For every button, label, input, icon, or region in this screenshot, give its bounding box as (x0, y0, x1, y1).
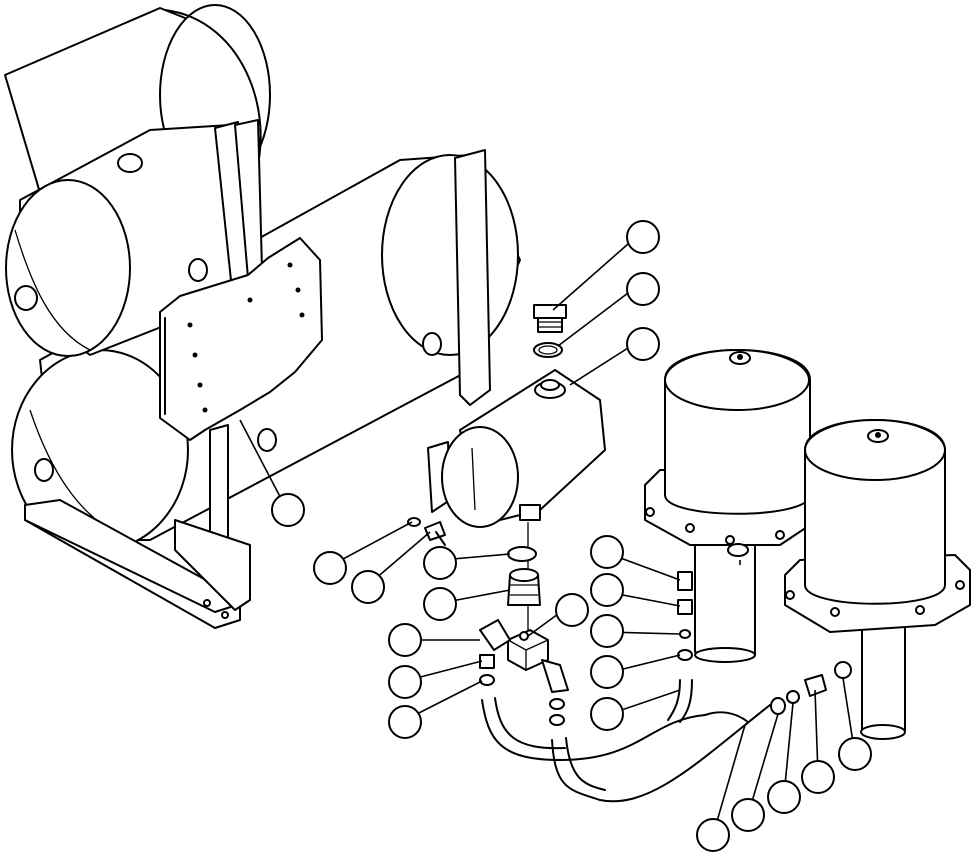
nipple (479, 654, 495, 669)
callout-circle (388, 705, 422, 739)
callout-circle (801, 760, 835, 794)
tank-base-plate (24, 424, 251, 629)
muffler-canister (427, 369, 606, 528)
o-ring-mid (507, 546, 537, 562)
elbow-fitting (479, 619, 569, 693)
washer (407, 517, 421, 527)
callout-circle (590, 655, 624, 689)
air-dryer-right (784, 419, 971, 740)
callout-circle (388, 623, 422, 657)
callout-circle (555, 593, 589, 627)
callout-circle (271, 493, 305, 527)
o-ring-top (533, 342, 563, 358)
callout-circle (590, 535, 624, 569)
bolt (424, 521, 446, 546)
air-dryer-left (644, 349, 811, 663)
callout-circle (838, 737, 872, 771)
callout-circle (590, 614, 624, 648)
tee-block (507, 629, 549, 671)
callout-circle (313, 551, 347, 585)
hose (481, 679, 771, 803)
union-fitting (507, 568, 541, 606)
callout-circle (351, 570, 385, 604)
callout-group (271, 220, 872, 852)
callout-circle (626, 327, 660, 361)
callout-circle (590, 573, 624, 607)
callout-circle (731, 798, 765, 832)
callout-circle (626, 272, 660, 306)
callout-circle (767, 780, 801, 814)
callout-circle (388, 665, 422, 699)
callout-circle (423, 546, 457, 580)
callout-circle (626, 220, 660, 254)
callout-circle (590, 697, 624, 731)
adapter (770, 697, 786, 715)
mounting-bracket (159, 237, 323, 441)
callout-circle (696, 818, 730, 852)
callout-circle (423, 587, 457, 621)
breather-plug (533, 304, 567, 333)
